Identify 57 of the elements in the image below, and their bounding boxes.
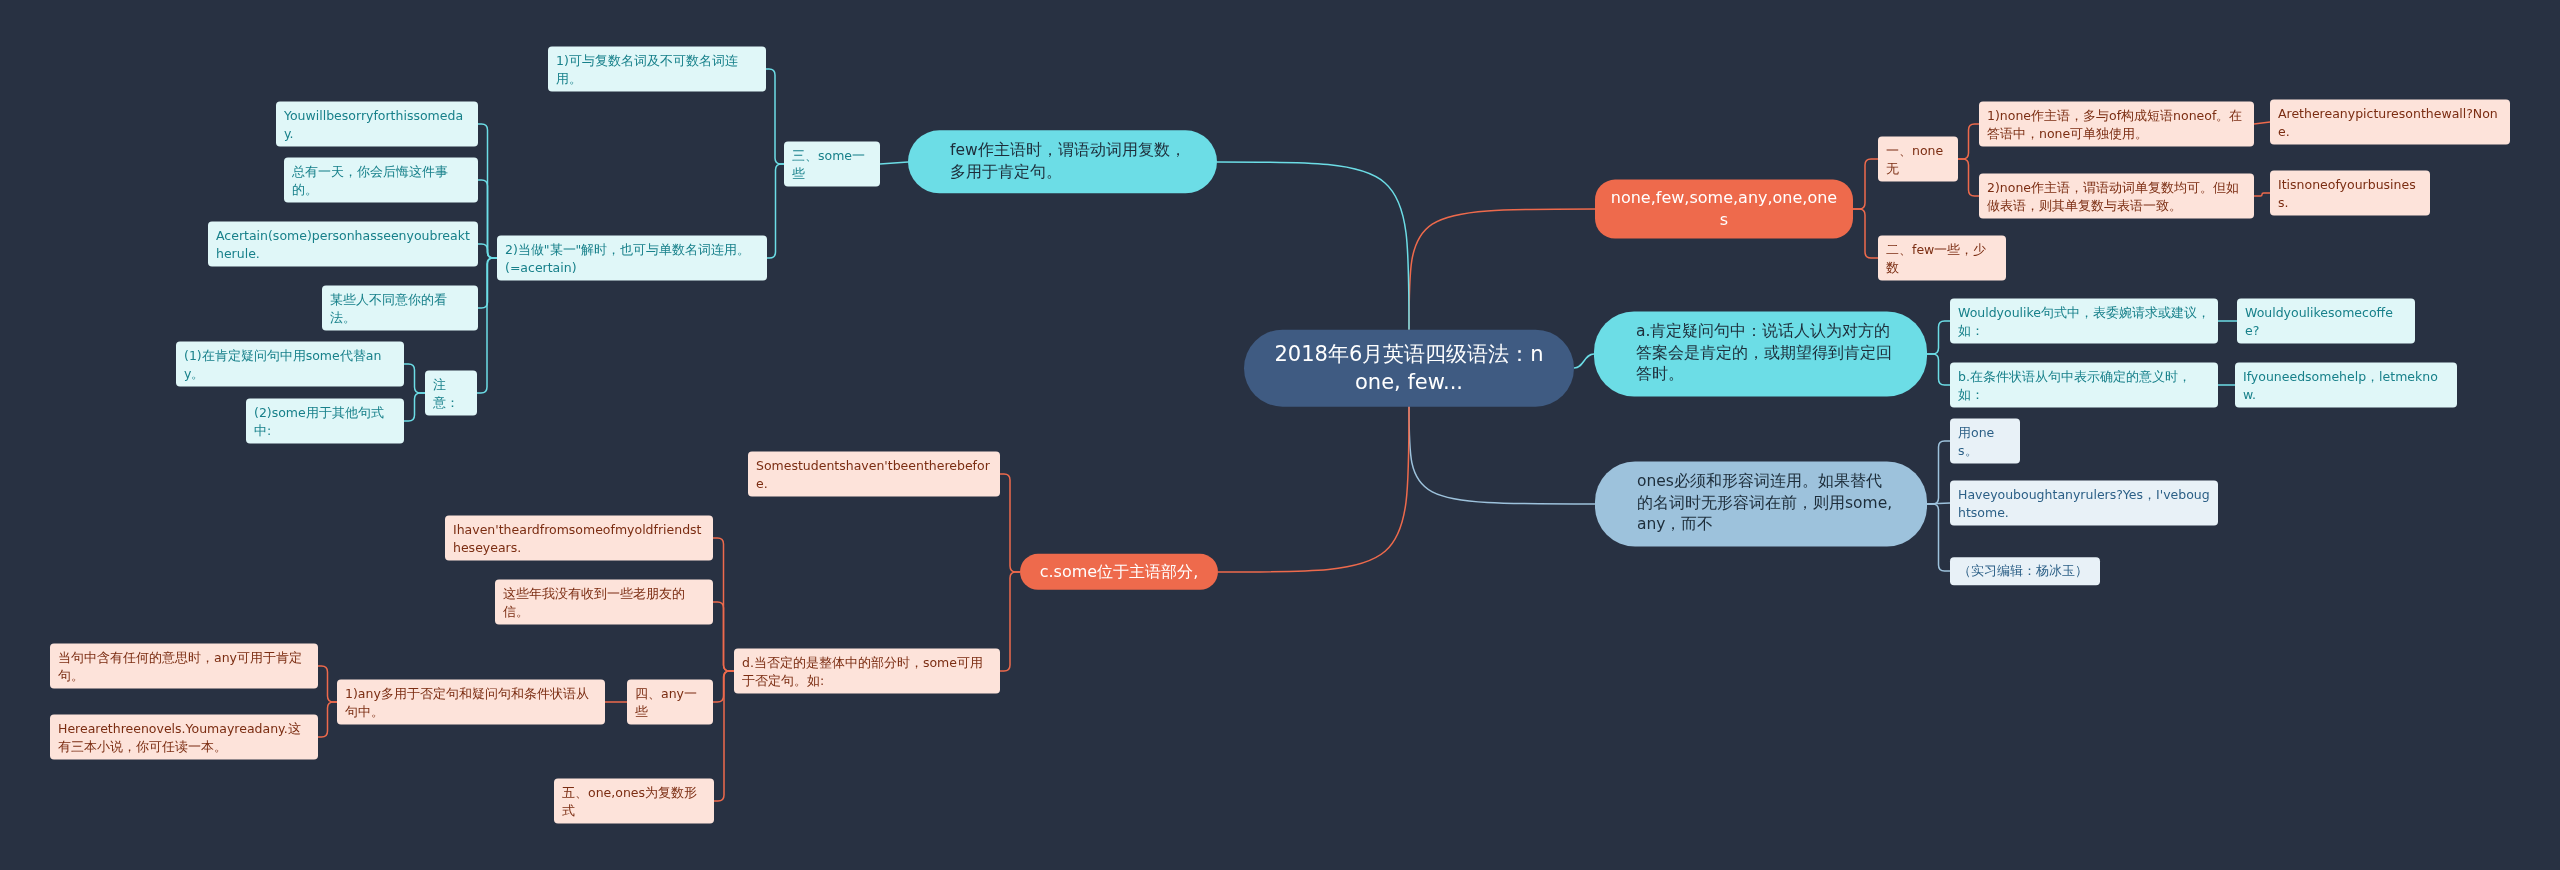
subtopic-box: Arethereanypicturesonthewall?None. [2270,99,2510,145]
connector-line [713,670,735,802]
subtopic-box: 2)none作主语，谓语动词单复数均可。但如做表语，则其单复数与表语一致。 [1979,173,2254,219]
connector-line [403,392,426,422]
branch-topic: c.some位于主语部分, [1020,553,1218,591]
subtopic-box: Youwillbesorryforthissomeday. [276,101,478,147]
branch-topic: few作主语时，谓语动词用复数，多用于肯定句。 [908,130,1217,194]
central-topic: 2018年6月英语四级语法：none, few... [1244,329,1574,407]
connector-line [1216,161,1410,331]
subtopic-box: 三、some一些 [784,141,880,187]
connector-line [604,701,628,703]
subtopic-box: Ihaven'theardfromsomeofmyoldfriendstheseyears. [445,515,713,561]
connector-line [879,161,909,165]
subtopic-box: （实习编辑：杨冰玉） [1950,557,2100,585]
connector-line [1957,158,1980,197]
subtopic-box: Haveyouboughtanyrulers?Yes，I'veboughtsome. [1950,480,2218,526]
subtopic-box: 1)any多用于否定句和疑问句和条件状语从句中。 [337,679,605,725]
subtopic-box: Ifyouneedsomehelp，letmeknow. [2235,362,2457,408]
connector-line [766,163,785,259]
subtopic-box: 当句中含有任何的意思时，any可用于肯定句。 [50,643,318,689]
branch-topic: a.肯定疑问句中：说话人认为对方的答案会是肯定的，或期望得到肯定回答时。 [1594,311,1927,397]
subtopic-box: 五、one,ones为复数形式 [554,778,714,824]
subtopic-box: Wouldyoulike句式中，表委婉请求或建议，如： [1950,298,2218,344]
branch-topic: none,few,some,any,one,ones [1595,179,1853,239]
subtopic-box: 这些年我没有收到一些老朋友的信。 [495,579,713,625]
connector-line [1926,503,1951,572]
subtopic-box: 注意： [425,370,477,416]
subtopic-box: Acertain(some)personhasseenyoubreaktherule. [208,221,478,267]
branch-topic: ones必须和形容词连用。如果替代的名词时无形容词在前，则用some,any，而不 [1595,461,1927,547]
connector-line [2253,121,2271,125]
connector-line [1926,353,1951,386]
subtopic-box: Wouldyoulikesomecoffee? [2237,298,2415,344]
subtopic-box: 用ones。 [1950,418,2020,464]
subtopic-box: Itisnoneofyourbusiness. [2270,170,2430,216]
subtopic-box: b.在条件状语从句中表示确定的意义时，如： [1950,362,2218,408]
subtopic-box: 二、few一些，少数 [1878,235,2006,281]
subtopic-box: (1)在肯定疑问句中用some代替any。 [176,341,404,387]
connector-line [1852,208,1879,259]
subtopic-box: (2)some用于其他句式中: [246,398,404,444]
subtopic-box: 1)可与复数名词及不可数名词连用。 [548,46,766,92]
connector-line [2217,384,2236,386]
connector-line [317,701,338,738]
subtopic-box: 某些人不同意你的看法。 [322,285,478,331]
subtopic-box: Somestudentshaven'tbeentherebefore. [748,451,1000,497]
subtopic-box: 2)当做"某一"解时，也可与单数名词连用。(=acertain) [497,235,767,281]
connector-line [1217,405,1410,573]
connector-line [2253,192,2271,197]
connector-line [999,571,1021,672]
subtopic-box: d.当否定的是整体中的部分时，some可用于否定句。如: [734,648,1000,694]
connector-line [476,257,498,394]
subtopic-box: 四、any一些 [627,679,713,725]
subtopic-box: Herearethreenovels.Youmayreadany.这有三本小说，你可任读一本。 [50,714,318,760]
subtopic-box: 一、none无 [1878,136,1958,182]
connector-line [2217,320,2238,322]
subtopic-box: 1)none作主语，多与of构成短语noneof。在答语中，none可单独使用。 [1979,101,2254,147]
connector-line [1573,353,1595,369]
subtopic-box: 总有一天，你会后悔这件事的。 [284,157,478,203]
